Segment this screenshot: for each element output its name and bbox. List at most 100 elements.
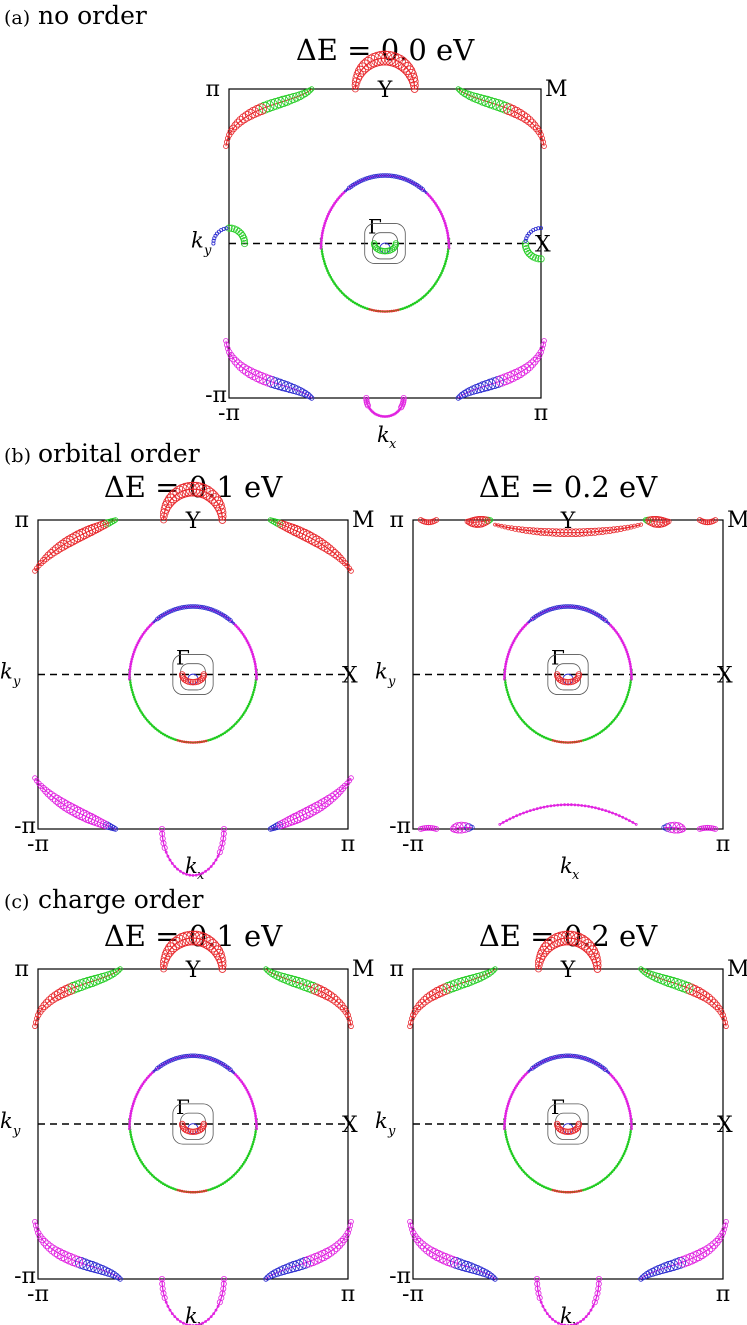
fs-marker (397, 408, 401, 412)
fs-marker (628, 1109, 632, 1113)
fs-marker (158, 826, 165, 833)
fs-marker (420, 995, 430, 1006)
fs-marker (131, 1104, 135, 1108)
fs-marker (621, 641, 625, 645)
fs-marker (72, 806, 85, 819)
fs-marker (255, 677, 259, 681)
fs-marker (247, 1093, 251, 1096)
fs-marker (529, 1177, 532, 1180)
fs-marker (612, 718, 615, 722)
fs-marker (226, 349, 233, 356)
fs-marker (217, 960, 227, 970)
fs-marker (100, 820, 109, 829)
fs-marker (562, 740, 565, 744)
fs-marker (522, 526, 530, 534)
fs-marker (569, 1323, 573, 1325)
fs-marker (244, 637, 248, 640)
fs-marker (163, 1183, 167, 1187)
corner-pocket-3 (265, 1221, 352, 1280)
fs-marker (188, 873, 192, 877)
fs-marker (223, 139, 230, 145)
section-title: no order (38, 1, 147, 30)
fs-marker (178, 1189, 182, 1192)
fs-marker (238, 1078, 242, 1082)
fs-marker (374, 50, 389, 66)
fs-marker (627, 1104, 630, 1108)
fs-marker (443, 262, 447, 266)
fs-marker (234, 623, 237, 627)
fs-marker (253, 662, 257, 666)
fs-marker (629, 1130, 632, 1134)
fs-marker (433, 517, 440, 523)
fs-marker (594, 1183, 598, 1187)
fs-marker (45, 1242, 55, 1253)
fs-marker (546, 1057, 551, 1062)
fs-marker (503, 670, 507, 673)
fs-marker (587, 527, 596, 537)
fs-marker (249, 648, 253, 651)
fs-marker (193, 1190, 197, 1194)
fs-marker (620, 1088, 624, 1092)
fs-marker (188, 1323, 192, 1325)
fs-marker (200, 1190, 204, 1193)
fs-marker (129, 660, 133, 663)
fs-marker (643, 1271, 651, 1279)
fs-marker (442, 267, 445, 270)
fs-marker (620, 1156, 624, 1160)
fs-marker (527, 1069, 531, 1073)
fs-marker (593, 965, 602, 973)
fs-marker (208, 493, 222, 506)
fs-marker (573, 740, 576, 744)
fs-marker (505, 524, 511, 531)
y-tick-bottom: -π (389, 814, 411, 839)
fs-marker (537, 131, 544, 138)
fs-marker (609, 722, 612, 726)
fs-marker (512, 1156, 516, 1160)
bottom-pocket-markers (534, 1276, 603, 1325)
fs-marker (229, 727, 232, 730)
fs-marker (515, 814, 519, 818)
fs-marker (167, 1185, 171, 1189)
fs-marker (553, 1189, 557, 1192)
fs-marker (139, 709, 142, 712)
fs-marker (422, 189, 426, 193)
fs-marker (557, 1190, 561, 1193)
fs-marker (515, 526, 522, 533)
fs-marker (336, 554, 344, 562)
point-Y: Y (185, 958, 201, 983)
fs-marker (217, 734, 221, 738)
bottom-pocket (536, 1278, 600, 1325)
fs-marker (254, 1130, 257, 1134)
corner-pocket-markers-2 (223, 338, 315, 401)
fs-marker (179, 605, 185, 610)
fs-marker (135, 1152, 139, 1155)
fs-marker (147, 625, 151, 629)
fs-marker (247, 1152, 251, 1155)
fs-marker (342, 191, 346, 194)
fs-marker (703, 1244, 714, 1255)
fs-marker (556, 604, 562, 610)
fs-marker (402, 176, 408, 182)
fs-marker (191, 874, 195, 877)
fs-marker (195, 1053, 200, 1059)
fs-marker (618, 1084, 621, 1088)
fs-marker (540, 342, 547, 348)
fs-marker (609, 1073, 612, 1076)
y-axis-subscript: y (12, 1124, 21, 1139)
fs-marker (216, 854, 220, 858)
fs-marker (308, 803, 320, 816)
fs-marker (311, 801, 323, 814)
fs-marker (230, 1175, 234, 1179)
fs-marker (548, 606, 553, 612)
x-tick-right: π (341, 832, 355, 857)
fs-marker (542, 1185, 546, 1189)
fs-marker (540, 1184, 544, 1188)
fs-marker (543, 1308, 547, 1312)
fs-marker (428, 289, 431, 293)
fs-marker (541, 338, 547, 344)
fs-marker (522, 1074, 526, 1078)
fs-marker (384, 247, 391, 255)
fs-marker (575, 1190, 579, 1193)
fs-marker (513, 637, 517, 640)
fs-marker (571, 1190, 574, 1194)
